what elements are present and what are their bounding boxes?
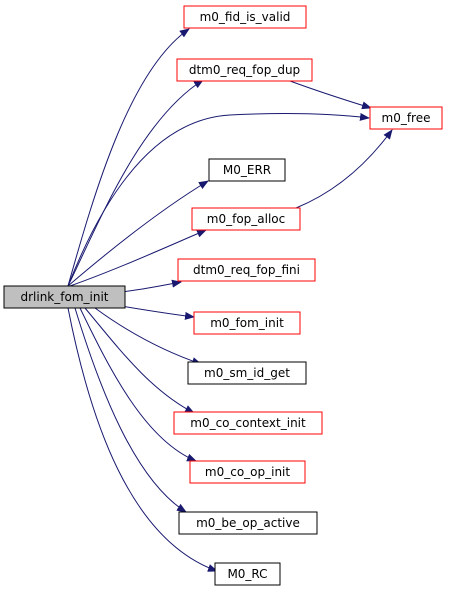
node-box: [369, 106, 443, 130]
node-label: m0_co_op_init: [205, 465, 290, 479]
node-root[interactable]: drlink_fom_init: [3, 285, 126, 309]
node-box: [189, 460, 306, 484]
node-co-context-init[interactable]: m0_co_context_init: [173, 411, 323, 435]
edge-fop_alloc-to-free: [295, 129, 393, 209]
node-label: m0_free: [382, 111, 431, 125]
node-box: [176, 58, 313, 82]
node-box: [193, 311, 301, 335]
node-fom-init[interactable]: m0_fom_init: [193, 311, 301, 335]
edge-root-to-co_op_init: [79, 307, 197, 462]
edge-root-to-req_fop_dup: [67, 79, 204, 287]
node-fop-alloc[interactable]: m0_fop_alloc: [191, 207, 301, 231]
edge-root-to-fid_is_valid: [67, 28, 190, 287]
node-box: [173, 411, 323, 435]
node-label: m0_fid_is_valid: [200, 10, 291, 24]
node-label: m0_sm_id_get: [204, 366, 290, 380]
node-box: [191, 207, 301, 231]
node-label: dtm0_req_fop_dup: [189, 63, 300, 77]
nodes-layer: drlink_fom_init m0_fid_is_valid dtm0_req_f…: [3, 5, 443, 586]
edge-root-to-err: [67, 180, 209, 287]
node-free[interactable]: m0_free: [369, 106, 443, 130]
node-label: M0_ERR: [223, 163, 271, 177]
node-box: [208, 158, 286, 182]
node-box: [3, 285, 126, 309]
node-label: m0_co_context_init: [190, 416, 306, 430]
edge-root-to-fop_alloc: [69, 229, 207, 287]
edge-req_fop_dup-to-free: [289, 80, 372, 110]
node-box: [183, 5, 307, 29]
node-label: m0_fop_alloc: [207, 212, 285, 226]
edge-root-to-be_op_active: [74, 307, 187, 513]
edge-root-to-free: [67, 112, 370, 287]
edge-root-to-co_context_init: [84, 307, 195, 414]
edge-root-to-req_fop_fini: [120, 279, 182, 293]
node-co-op-init[interactable]: m0_co_op_init: [189, 460, 306, 484]
node-rc[interactable]: M0_RC: [214, 562, 281, 586]
node-label: m0_fom_init: [210, 316, 284, 330]
node-label: drlink_fom_init: [20, 290, 108, 304]
node-label: dtm0_req_fop_fini: [193, 263, 300, 277]
node-box: [177, 258, 316, 282]
node-box: [178, 511, 318, 535]
node-label: M0_RC: [227, 567, 267, 581]
edges-layer: [67, 28, 393, 572]
edge-root-to-sm_id_get: [94, 307, 202, 365]
node-req-fop-fini[interactable]: dtm0_req_fop_fini: [177, 258, 316, 282]
node-err[interactable]: M0_ERR: [208, 158, 286, 182]
edge-root-to-fom_init: [120, 305, 195, 320]
edge-root-to-rc: [67, 307, 218, 572]
node-label: m0_be_op_active: [196, 516, 300, 530]
node-box: [187, 361, 307, 385]
node-box: [214, 562, 281, 586]
node-fid-is-valid[interactable]: m0_fid_is_valid: [183, 5, 307, 29]
node-sm-id-get[interactable]: m0_sm_id_get: [187, 361, 307, 385]
node-be-op-active[interactable]: m0_be_op_active: [178, 511, 318, 535]
node-req-fop-dup[interactable]: dtm0_req_fop_dup: [176, 58, 313, 82]
